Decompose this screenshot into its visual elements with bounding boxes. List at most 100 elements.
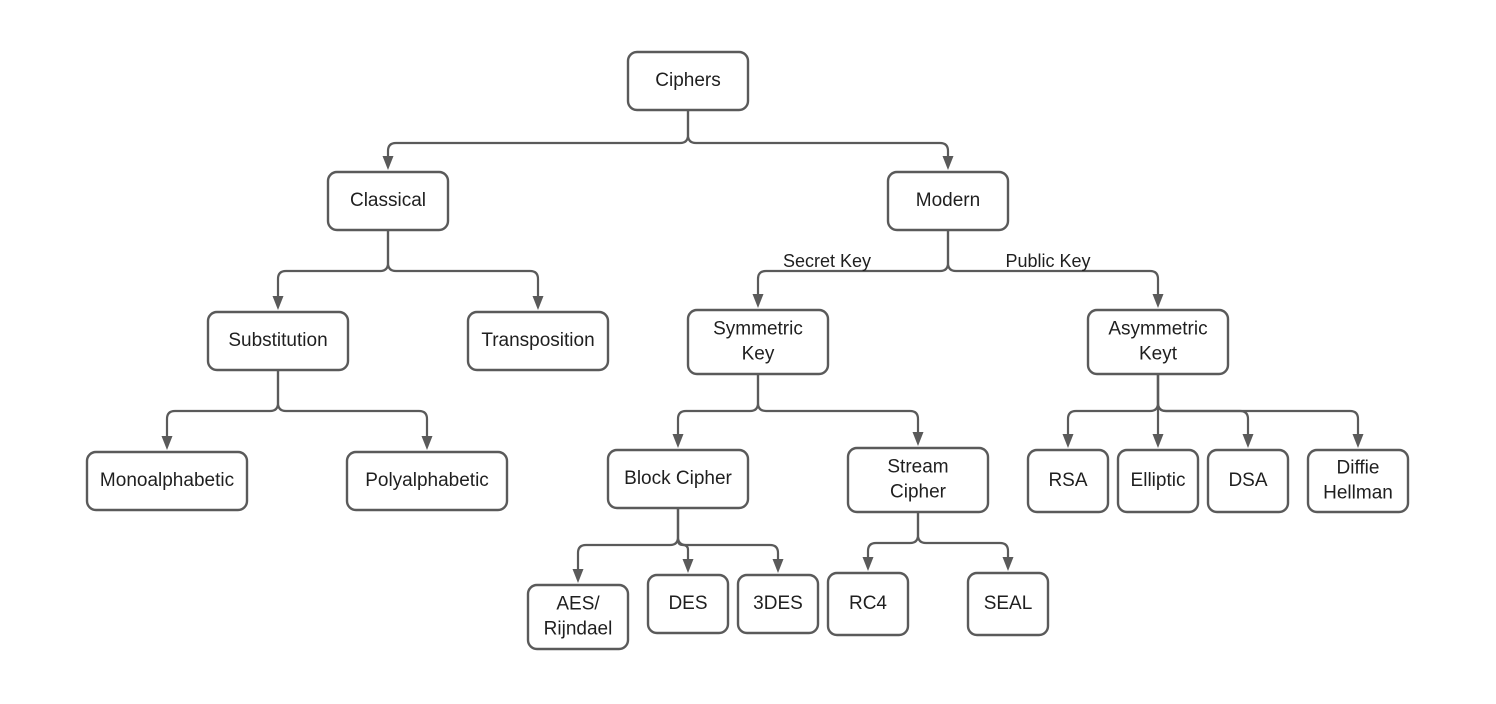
node-box-modern[interactable] [886,170,1010,232]
node-box-des[interactable] [646,573,730,635]
node-label-substitution: Substitution [228,330,327,351]
node-label-rsa: RSA [1048,470,1087,491]
node-label-block-cipher: Block Cipher [624,468,732,489]
node-classical[interactable]: Classical [326,170,450,232]
node-box-asymmetric[interactable] [1086,308,1230,376]
node-block-cipher[interactable]: Block Cipher [606,448,750,510]
edge-arrowhead [1062,434,1074,448]
edge-connector [1156,374,1360,434]
edge-arrowhead [161,436,173,450]
edge-connector [1156,374,1250,434]
node-rsa[interactable]: RSA [1026,448,1110,514]
node-box-rc4[interactable] [826,571,910,637]
node-label-seal: SEAL [984,593,1033,614]
edge-connector [276,370,429,436]
node-label-rc4: RC4 [849,593,887,614]
node-box-block-cipher[interactable] [606,448,750,510]
node-box-polyalphabetic[interactable] [345,450,509,512]
node-transposition[interactable]: Transposition [466,310,610,372]
edge-connector [676,508,780,559]
node-box-stream-cipher[interactable] [846,446,990,514]
node-box-elliptic[interactable] [1116,448,1200,514]
node-box-dsa[interactable] [1206,448,1290,514]
node-ciphers[interactable]: Ciphers [626,50,750,112]
edge-arrowhead [1152,294,1164,308]
edge-arrowhead [942,156,954,170]
node-des[interactable]: DES [646,573,730,635]
edge-group-g-block [572,508,784,583]
node-label-ciphers: Ciphers [655,70,720,91]
node-monoalphabetic[interactable]: Monoalphabetic [85,450,249,512]
node-box-rsa[interactable] [1026,448,1110,514]
edge-arrowhead [1352,434,1364,448]
edge-group-g-classical [272,230,544,310]
edge-connector [686,110,950,156]
node-aes-rijndael[interactable]: AES/Rijndael [526,583,630,651]
edge-group-g-subst [161,370,433,450]
node-box-diffie-hellman[interactable] [1306,448,1410,514]
node-box-substitution[interactable] [206,310,350,372]
edge-connector [676,508,690,559]
node-label-modern: Modern [916,190,980,211]
node-box-seal[interactable] [966,571,1050,637]
node-label-classical: Classical [350,190,426,211]
node-box-monoalphabetic[interactable] [85,450,249,512]
edge-connector [946,230,1160,294]
edge-connector [676,374,760,434]
node-3des[interactable]: 3DES [736,573,820,635]
edge-arrowhead [772,559,784,573]
edge-arrowhead [382,156,394,170]
node-elliptic[interactable]: Elliptic [1116,448,1200,514]
node-box-transposition[interactable] [466,310,610,372]
edge-arrowhead [1242,434,1254,448]
node-label-transposition: Transposition [481,330,594,351]
edge-arrowhead [672,434,684,448]
edge-arrowhead [752,294,764,308]
edge-arrowhead [1002,557,1014,571]
edge-arrowhead [532,296,544,310]
node-box-ciphers[interactable] [626,50,750,112]
edge-label-public-key: Public Key [1005,251,1090,271]
edge-arrowhead [912,432,924,446]
edge-group-g-symmetric [672,374,924,448]
node-dsa[interactable]: DSA [1206,448,1290,514]
edge-connector [866,512,920,557]
edge-group-g-ciphers [382,110,954,170]
edge-arrowhead [682,559,694,573]
edge-arrowhead [572,569,584,583]
node-label-3des: 3DES [753,593,803,614]
node-box-aes-rijndael[interactable] [526,583,630,651]
edge-connector [1066,374,1160,434]
edge-arrowhead [421,436,433,450]
node-label-elliptic: Elliptic [1131,470,1186,491]
node-box-3des[interactable] [736,573,820,635]
node-polyalphabetic[interactable]: Polyalphabetic [345,450,509,512]
edge-arrowhead [1152,434,1164,448]
node-modern[interactable]: Modern [886,170,1010,232]
edge-connector [386,230,540,296]
edge-labels-layer: Secret Key Public Key [783,251,1091,271]
node-label-polyalphabetic: Polyalphabetic [365,470,489,491]
edge-connector [916,512,1010,557]
node-box-symmetric[interactable] [686,308,830,376]
node-label-aes-rijndael: AES/Rijndael [544,594,613,640]
node-seal[interactable]: SEAL [966,571,1050,637]
edge-connector [756,374,920,432]
edge-group-g-stream [862,512,1014,571]
edge-label-secret-key: Secret Key [783,251,871,271]
edge-group-g-asymmetric [1062,374,1364,448]
edge-arrowhead [862,557,874,571]
node-box-classical[interactable] [326,170,450,232]
edges-layer [161,110,1364,583]
node-rc4[interactable]: RC4 [826,571,910,637]
edge-connector [386,110,690,156]
node-substitution[interactable]: Substitution [206,310,350,372]
